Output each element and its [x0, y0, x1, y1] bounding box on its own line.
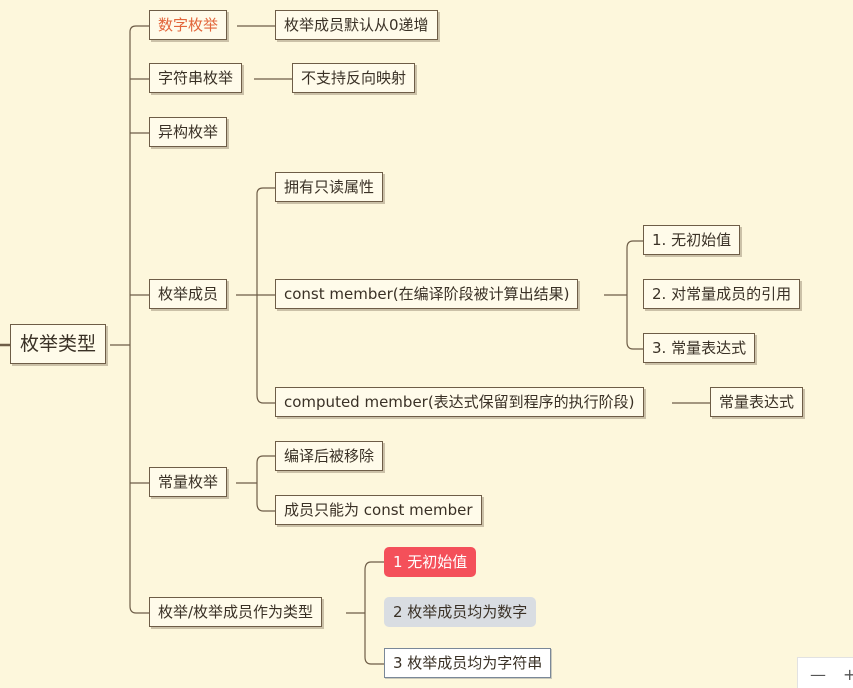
- topic-numeric-enum-note[interactable]: 枚举成员默认从0递增: [275, 10, 438, 40]
- topic-string-enum-note[interactable]: 不支持反向映射: [292, 63, 416, 93]
- topic-enum-member[interactable]: 枚举成员: [149, 279, 228, 309]
- topic-const-expression[interactable]: 3. 常量表达式: [643, 333, 756, 363]
- topic-only-const-member[interactable]: 成员只能为 const member: [275, 495, 482, 525]
- topic-const-reference[interactable]: 2. 对常量成员的引用: [643, 279, 801, 309]
- topic-type-all-strings[interactable]: 3 枚举成员均为字符串: [384, 648, 552, 678]
- topic-type-all-numbers[interactable]: 2 枚举成员均为数字: [384, 597, 537, 627]
- topic-const-no-initializer[interactable]: 1. 无初始值: [643, 225, 741, 255]
- topic-removed-after-compile[interactable]: 编译后被移除: [275, 441, 384, 471]
- zoom-controls: — +: [797, 657, 853, 688]
- topic-computed-member[interactable]: computed member(表达式保留到程序的执行阶段): [275, 387, 644, 417]
- topic-heterogeneous-enum[interactable]: 异构枚举: [149, 117, 228, 147]
- topic-computed-note[interactable]: 常量表达式: [710, 387, 804, 417]
- topic-numeric-enum[interactable]: 数字枚举: [149, 10, 228, 40]
- topic-enum-as-type[interactable]: 枚举/枚举成员作为类型: [149, 597, 323, 627]
- topic-type-no-initializer[interactable]: 1 无初始值: [384, 547, 477, 577]
- root-node[interactable]: 枚举类型: [10, 324, 107, 364]
- topic-string-enum[interactable]: 字符串枚举: [149, 63, 243, 93]
- topic-const-member[interactable]: const member(在编译阶段被计算出结果): [275, 279, 579, 309]
- zoom-in-button[interactable]: +: [843, 665, 853, 684]
- topic-readonly[interactable]: 拥有只读属性: [275, 172, 384, 202]
- zoom-out-button[interactable]: —: [810, 665, 826, 684]
- topic-const-enum[interactable]: 常量枚举: [149, 467, 228, 497]
